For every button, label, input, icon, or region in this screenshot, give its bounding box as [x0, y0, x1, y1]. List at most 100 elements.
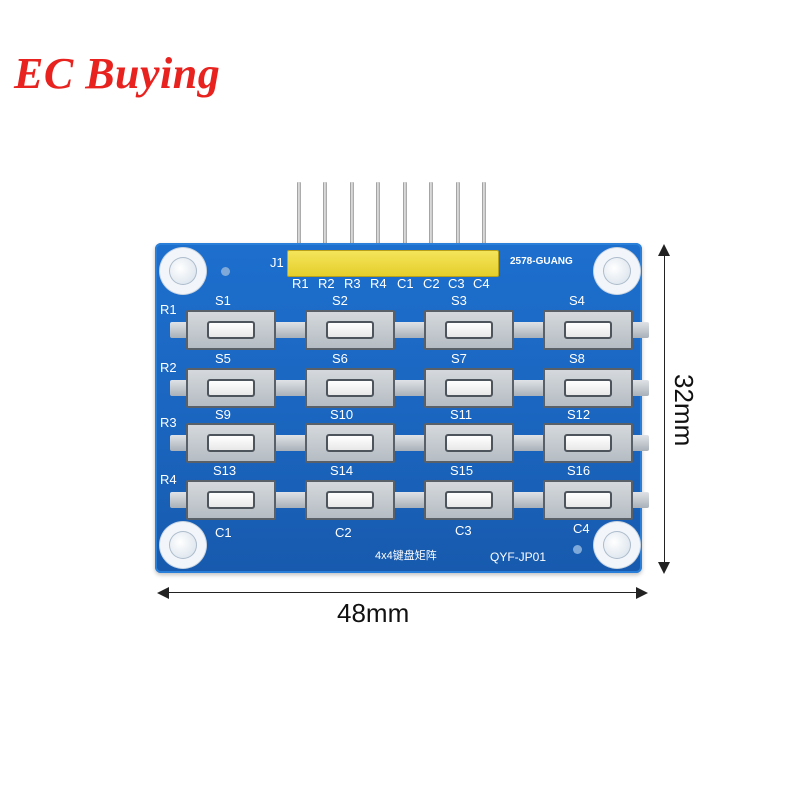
- pin-7: [456, 182, 460, 252]
- switch-body: [305, 310, 395, 350]
- pin-label: R1: [292, 276, 309, 291]
- pin-5: [403, 182, 407, 252]
- model-text: 2578-GUANG: [510, 256, 573, 267]
- switch-body: [543, 480, 633, 520]
- switch-label: S13: [213, 463, 237, 478]
- switch-label: S16: [567, 463, 591, 478]
- switch-lead: [630, 492, 649, 508]
- height-dimension-line: [664, 248, 665, 570]
- switch-body: [424, 480, 514, 520]
- switch-lead: [273, 322, 292, 338]
- pin-label: R3: [344, 276, 361, 291]
- tactile-switch[interactable]: [527, 368, 649, 408]
- tactile-switch[interactable]: [170, 310, 292, 350]
- tactile-switch[interactable]: [170, 423, 292, 463]
- switch-lead: [289, 380, 308, 396]
- switch-actuator: [207, 491, 255, 509]
- tactile-switch[interactable]: [408, 423, 530, 463]
- tactile-switch[interactable]: [527, 480, 649, 520]
- switch-label: S4: [569, 293, 585, 308]
- switch-body: [424, 423, 514, 463]
- pin-1: [297, 182, 301, 252]
- pin-label: C3: [448, 276, 465, 291]
- switch-lead: [170, 492, 189, 508]
- switch-actuator: [445, 379, 493, 397]
- column-label: C2: [335, 525, 352, 540]
- switch-actuator: [445, 491, 493, 509]
- switch-actuator: [326, 491, 374, 509]
- width-dimension-line: [160, 592, 645, 593]
- tactile-switch[interactable]: [527, 423, 649, 463]
- width-label: 48mm: [337, 598, 410, 628]
- switch-body: [543, 310, 633, 350]
- switch-actuator: [564, 434, 612, 452]
- pin-label: C2: [423, 276, 440, 291]
- switch-body: [305, 423, 395, 463]
- tactile-switch[interactable]: [408, 368, 530, 408]
- switch-label: S9: [215, 407, 231, 422]
- switch-body: [186, 423, 276, 463]
- switch-lead: [289, 435, 308, 451]
- pin-2: [323, 182, 327, 252]
- switch-body: [424, 368, 514, 408]
- tactile-switch[interactable]: [289, 368, 411, 408]
- pin-label: R4: [370, 276, 387, 291]
- switch-label: S2: [332, 293, 348, 308]
- tactile-switch[interactable]: [408, 310, 530, 350]
- switch-actuator: [445, 434, 493, 452]
- pin-label: C1: [397, 276, 414, 291]
- column-label: C1: [215, 525, 232, 540]
- pin-8: [482, 182, 486, 252]
- switch-lead: [392, 492, 411, 508]
- switch-lead: [170, 322, 189, 338]
- arrow-up-icon: [658, 244, 670, 256]
- switch-lead: [630, 435, 649, 451]
- switch-body: [186, 368, 276, 408]
- switch-body: [543, 368, 633, 408]
- switch-lead: [408, 322, 427, 338]
- arrow-down-icon: [658, 562, 670, 574]
- tactile-switch[interactable]: [289, 310, 411, 350]
- switch-lead: [170, 380, 189, 396]
- switch-actuator: [564, 321, 612, 339]
- part-number: QYF-JP01: [490, 550, 547, 564]
- switch-body: [186, 310, 276, 350]
- tactile-switch[interactable]: [170, 480, 292, 520]
- switch-lead: [630, 380, 649, 396]
- switch-lead: [273, 492, 292, 508]
- switch-body: [424, 310, 514, 350]
- tactile-switch[interactable]: [289, 480, 411, 520]
- switch-label: S8: [569, 351, 585, 366]
- tactile-switch[interactable]: [170, 368, 292, 408]
- switch-actuator: [564, 379, 612, 397]
- switch-label: S3: [451, 293, 467, 308]
- tactile-switch[interactable]: [289, 423, 411, 463]
- mounting-hole-top-right: [594, 248, 640, 294]
- via-dot: [573, 545, 582, 554]
- via-dot: [221, 267, 230, 276]
- switch-lead: [408, 492, 427, 508]
- switch-actuator: [326, 434, 374, 452]
- switch-lead: [392, 380, 411, 396]
- switch-body: [305, 368, 395, 408]
- tactile-switch[interactable]: [408, 480, 530, 520]
- pin-label: C4: [473, 276, 490, 291]
- switch-lead: [511, 435, 530, 451]
- switch-lead: [527, 322, 546, 338]
- mounting-hole-top-left: [160, 248, 206, 294]
- row-label: R4: [160, 472, 177, 487]
- tactile-switch[interactable]: [527, 310, 649, 350]
- row-label: R3: [160, 415, 177, 430]
- switch-lead: [408, 435, 427, 451]
- switch-lead: [289, 322, 308, 338]
- switch-lead: [392, 322, 411, 338]
- switch-lead: [511, 492, 530, 508]
- arrow-left-icon: [157, 587, 169, 599]
- switch-lead: [630, 322, 649, 338]
- switch-lead: [170, 435, 189, 451]
- connector-label: J1: [270, 255, 284, 270]
- switch-label: S11: [450, 407, 473, 422]
- switch-lead: [527, 380, 546, 396]
- switch-actuator: [207, 321, 255, 339]
- column-label: C3: [455, 523, 472, 538]
